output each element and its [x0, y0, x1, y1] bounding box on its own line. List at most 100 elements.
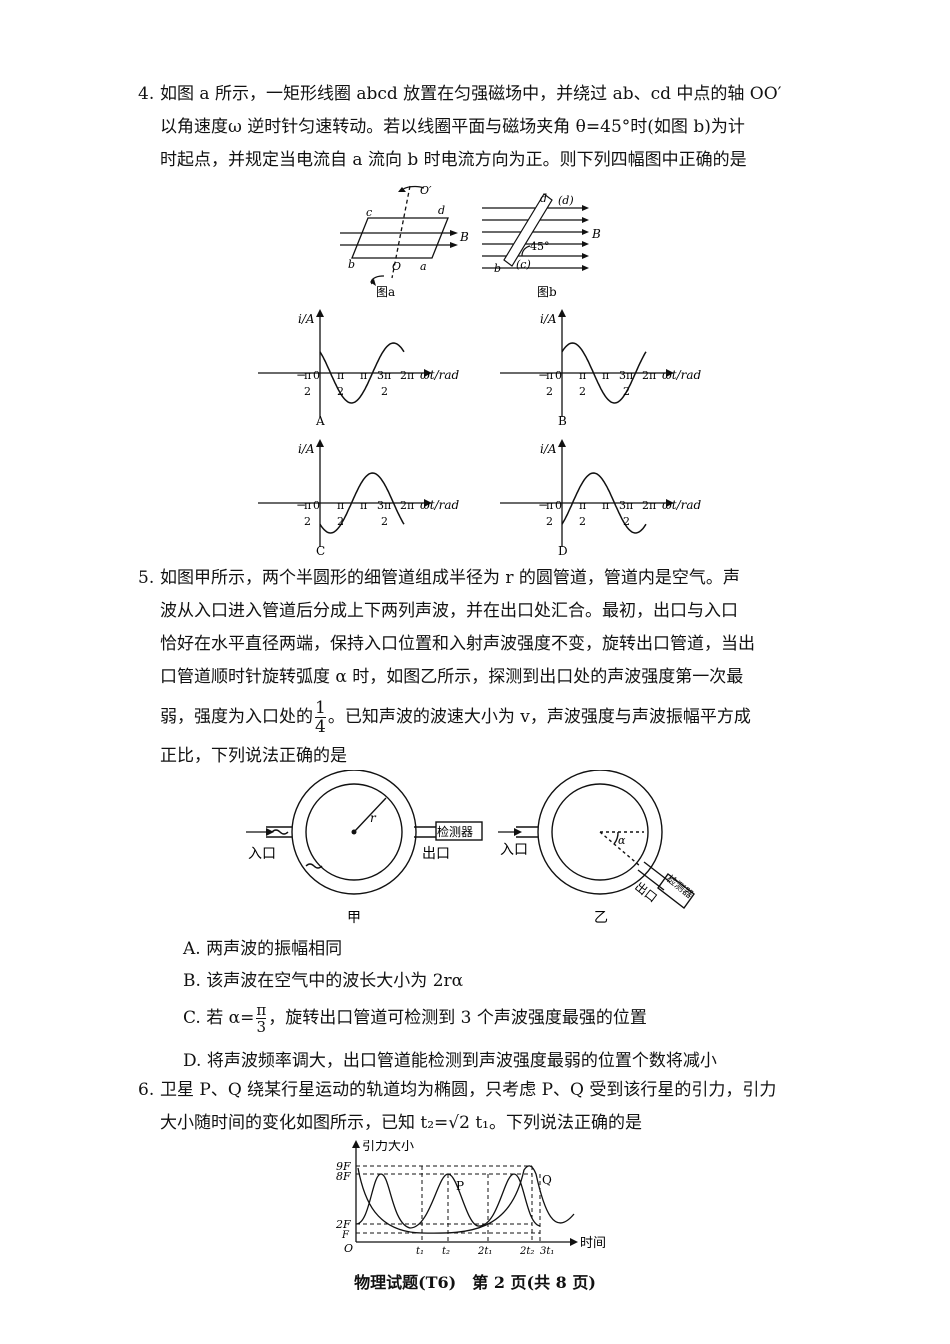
tick-neg-half-pi: π	[304, 499, 311, 512]
inlet-label: 入口	[248, 846, 276, 862]
tick-neg-half-pi: π	[304, 369, 311, 382]
tick-den: 2	[623, 385, 630, 398]
tick-minus: −	[296, 368, 306, 382]
tick-minus: −	[296, 498, 306, 512]
q5-line3: 恰好在水平直径两端，保持入口位置和入射声波强度不变，旋转出口管道，当出	[160, 634, 755, 654]
option-d[interactable]: D. 将声波频率调大，出口管道能检测到声波强度最弱的位置个数将减小	[183, 1051, 717, 1071]
q5-line2: 波从入口进入管道后分成上下两列声波，并在出口处汇合。最初，出口与入口	[160, 601, 738, 621]
gravity-time-graph: 引力大小 时间 9F 8F 2F F O P Q t₁ t₂ 2t₁ 2t₂ 3…	[335, 1140, 606, 1257]
tick-neg-half-pi: π	[546, 369, 553, 382]
tick-pi: π	[602, 369, 609, 382]
origin-label: O	[344, 1242, 353, 1255]
tick-2t2: 2t₂	[519, 1246, 534, 1257]
tick-pi: π	[360, 369, 367, 382]
q6-line2: 大小随时间的变化如图所示，已知 t₂=√2 t₁。下列说法正确的是	[160, 1113, 642, 1133]
figure-yi-caption: 乙	[594, 910, 608, 926]
tick-den: 2	[381, 515, 388, 528]
question-6: 6. 卫星 P、Q 绕某行星运动的轨道均为椭圆，只考虑 P、Q 受到该行星的引力…	[138, 1074, 800, 1140]
label-B: B	[591, 227, 601, 241]
figure-b: d (d) b (c) 45° B 图b	[482, 192, 601, 299]
option-letter: B	[558, 414, 567, 428]
question-4: 4. 如图 a 所示，一矩形线圈 abcd 放置在匀强磁场中，并绕过 ab、cd…	[138, 78, 800, 177]
tick-half-pi: π	[337, 499, 344, 512]
y-axis-label: i/A	[540, 312, 557, 326]
tick-den: 2	[304, 385, 311, 398]
tick-half-pi: π	[579, 499, 586, 512]
label-a: a	[420, 260, 427, 273]
option-letter: A	[315, 414, 325, 428]
label-d: d	[540, 192, 547, 205]
tick-two-pi: 2π	[642, 369, 656, 382]
axis-oo	[391, 185, 411, 279]
x-axis-label: ωt/rad	[662, 368, 702, 382]
figure-a: c d b a O O′ B 图a	[340, 184, 469, 298]
label-B: B	[459, 230, 469, 244]
q5-line4: 口管道顺时针旋转弧度 α 时，如图乙所示，探测到出口处的声波强度第一次最	[160, 667, 744, 687]
q4-line3: 时起点，并规定当电流自 a 流向 b 时电流方向为正。则下列四幅图中正确的是	[160, 150, 747, 170]
label-c: c	[366, 206, 372, 219]
label-o: O	[392, 260, 401, 273]
tick-two-pi: 2π	[400, 369, 414, 382]
x-axis-label: ωt/rad	[420, 368, 460, 382]
tick-half-pi: π	[579, 369, 586, 382]
q4-line2: 以角速度ω 逆时针匀速转动。若以线圈平面与磁场夹角 θ=45°时(如图 b)为计	[160, 117, 745, 137]
tick-two-pi: 2π	[642, 499, 656, 512]
tick-t2: t₂	[442, 1246, 450, 1257]
tick-pi: π	[360, 499, 367, 512]
tick-den: 2	[304, 515, 311, 528]
figure-yi: 入口 出口 检测器 α 乙	[498, 770, 696, 926]
tick-2t1: 2t₁	[477, 1246, 492, 1257]
tick-den: 2	[579, 515, 586, 528]
label-o-prime: O′	[420, 184, 432, 197]
radius-label: r	[370, 811, 377, 825]
tick-zero: 0	[555, 369, 562, 382]
tick-den: 2	[546, 515, 553, 528]
tick-three-pi: 3π	[619, 369, 633, 382]
tick-8F: 8F	[336, 1170, 351, 1183]
tick-minus: −	[538, 498, 548, 512]
q5-line1: 如图甲所示，两个半圆形的细管道组成半径为 r 的圆管道，管道内是空气。声	[160, 568, 740, 588]
tick-F: F	[341, 1230, 350, 1241]
y-axis-label: 引力大小	[362, 1140, 414, 1154]
y-axis-label: i/A	[298, 312, 315, 326]
question-number: 5.	[138, 568, 155, 588]
tick-den: 2	[381, 385, 388, 398]
y-axis-label: i/A	[540, 442, 557, 456]
alpha-label: α	[618, 834, 626, 847]
current-curve	[561, 342, 647, 404]
question-number: 6.	[138, 1080, 155, 1100]
option-a[interactable]: A. 两声波的振幅相同	[183, 939, 343, 959]
label-b: b	[348, 258, 355, 271]
y-axis-label: i/A	[298, 442, 315, 456]
tick-pi: π	[602, 499, 609, 512]
curve-P	[355, 1173, 541, 1229]
label-Q: Q	[542, 1173, 552, 1187]
figure-jia-caption: 甲	[347, 910, 361, 926]
option-b[interactable]: B. 该声波在空气中的波长大小为 2rα	[183, 971, 464, 991]
label-c-paren: (c)	[516, 258, 531, 271]
label-angle: 45°	[530, 240, 550, 253]
q6-line1: 卫星 P、Q 绕某行星运动的轨道均为椭圆，只考虑 P、Q 受到该行星的引力，引力	[160, 1080, 777, 1100]
tick-three-pi: 3π	[377, 369, 391, 382]
tick-9F: 9F	[336, 1160, 351, 1173]
current-curve	[561, 472, 647, 534]
current-curve	[319, 342, 405, 404]
x-axis-label: ωt/rad	[420, 498, 460, 512]
tick-zero: 0	[555, 499, 562, 512]
tick-den: 2	[337, 515, 344, 528]
tick-den: 2	[337, 385, 344, 398]
label-d-paren: (d)	[558, 194, 574, 207]
q5-line6: 正比，下列说法正确的是	[160, 746, 347, 766]
tick-zero: 0	[313, 499, 320, 512]
tick-three-pi: 3π	[377, 499, 391, 512]
tick-3t1: 3t₁	[540, 1246, 554, 1257]
tick-2F: 2F	[335, 1218, 351, 1231]
